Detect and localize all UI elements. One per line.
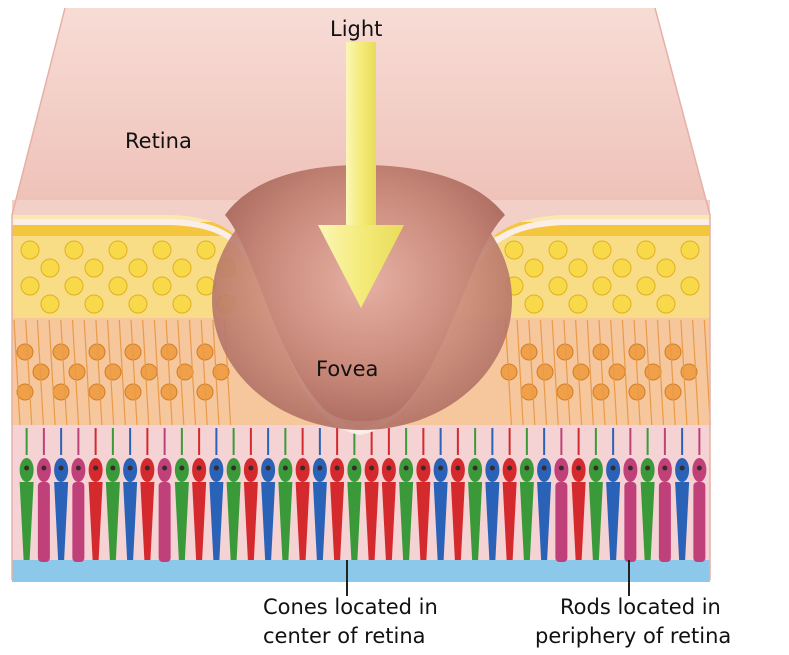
bipolar-cell [161, 344, 177, 360]
ganglion-cell [549, 277, 567, 295]
bipolar-cell [645, 364, 661, 380]
bipolar-cell [593, 384, 609, 400]
ganglion-cell [41, 259, 59, 277]
bipolar-cell [573, 364, 589, 380]
ganglion-cell [525, 295, 543, 313]
bipolar-cell [609, 364, 625, 380]
bipolar-cell [197, 344, 213, 360]
ganglion-cell [569, 295, 587, 313]
bipolar-cell [629, 384, 645, 400]
fovea-label: Fovea [316, 357, 378, 381]
ganglion-cell [613, 259, 631, 277]
cones-label-line1: Cones located in [263, 595, 438, 619]
ganglion-cell [657, 295, 675, 313]
bipolar-cell [89, 384, 105, 400]
ganglion-cell [85, 259, 103, 277]
ganglion-cell [681, 277, 699, 295]
pigment-epithelium [12, 560, 710, 582]
bipolar-cell [161, 384, 177, 400]
bipolar-cell [557, 384, 573, 400]
ganglion-cell [549, 241, 567, 259]
ganglion-cell [109, 277, 127, 295]
ganglion-cell [21, 241, 39, 259]
ganglion-cell [173, 295, 191, 313]
ganglion-cell [613, 295, 631, 313]
rods-label-line2: periphery of retina [535, 624, 731, 648]
cones-label-line2: center of retina [263, 624, 426, 648]
ganglion-cell [569, 259, 587, 277]
ganglion-cell [593, 277, 611, 295]
bipolar-cell [125, 384, 141, 400]
ganglion-cell [173, 259, 191, 277]
bipolar-cell [69, 364, 85, 380]
ganglion-cell [637, 277, 655, 295]
bipolar-cell [537, 364, 553, 380]
ganglion-cell [197, 241, 215, 259]
ganglion-cell [505, 241, 523, 259]
bipolar-cell [53, 384, 69, 400]
bipolar-cell [17, 344, 33, 360]
ganglion-cell [65, 241, 83, 259]
bipolar-cell [105, 364, 121, 380]
bipolar-cell [521, 384, 537, 400]
ganglion-cell [525, 259, 543, 277]
ganglion-cell [153, 241, 171, 259]
bipolar-cell [177, 364, 193, 380]
ganglion-cell [21, 277, 39, 295]
ganglion-cell [65, 277, 83, 295]
ganglion-cell [85, 295, 103, 313]
bipolar-cell [53, 344, 69, 360]
retina-label: Retina [125, 129, 192, 153]
ganglion-cell [681, 241, 699, 259]
bipolar-cell [141, 364, 157, 380]
bipolar-cell [521, 344, 537, 360]
bipolar-cell [665, 344, 681, 360]
ganglion-cell [129, 259, 147, 277]
ganglion-cell [129, 295, 147, 313]
rods-label-line1: Rods located in [560, 595, 721, 619]
ganglion-cell [41, 295, 59, 313]
bipolar-cell [629, 344, 645, 360]
ganglion-cell [637, 241, 655, 259]
ganglion-cell [593, 241, 611, 259]
light-label: Light [330, 17, 382, 41]
ganglion-cell [109, 241, 127, 259]
ganglion-cell [153, 277, 171, 295]
ganglion-cell [657, 259, 675, 277]
